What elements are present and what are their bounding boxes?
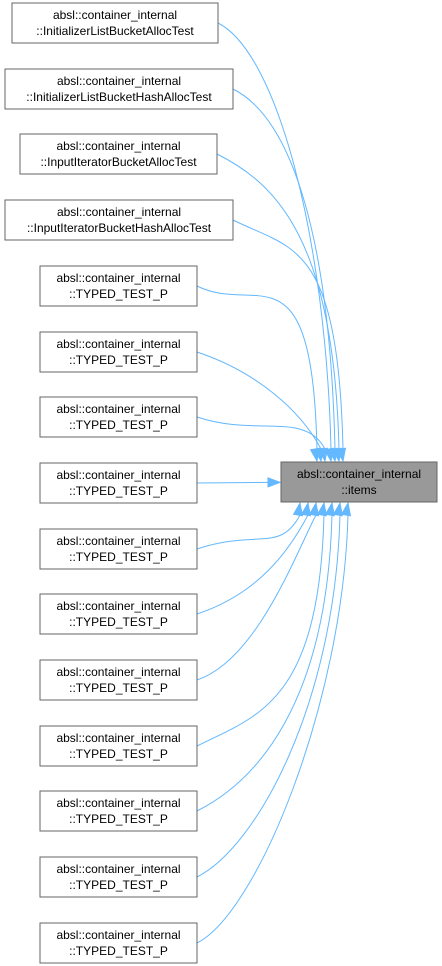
caller-node[interactable]: absl::container_internal::TYPED_TEST_P (39, 725, 198, 767)
caller-node-label-line1: absl::container_internal (53, 8, 177, 22)
caller-node-label-line2: ::InitializerListBucketHashAllocTest (26, 90, 212, 104)
caller-node-label-line1: absl::container_internal (56, 271, 180, 285)
caller-node[interactable]: absl::container_internal::InputIteratorB… (19, 133, 218, 175)
caller-node[interactable]: absl::container_internal::InitializerLis… (11, 2, 219, 44)
caller-node-box (39, 396, 198, 438)
caller-node-label-line1: absl::container_internal (56, 731, 180, 745)
caller-node-box (4, 68, 234, 110)
caller-node[interactable]: absl::container_internal::TYPED_TEST_P (39, 659, 198, 701)
caller-node-label-line2: ::TYPED_TEST_P (69, 681, 168, 695)
caller-node-label-line1: absl::container_internal (56, 796, 180, 810)
caller-node-box (19, 133, 218, 175)
arrowhead (308, 501, 320, 517)
caller-node[interactable]: absl::container_internal::TYPED_TEST_P (39, 331, 198, 373)
caller-node-box (39, 659, 198, 701)
caller-node-label-line1: absl::container_internal (56, 665, 180, 679)
caller-node-label-line1: absl::container_internal (56, 928, 180, 942)
call-edge (196, 351, 322, 450)
arrowhead (340, 501, 352, 517)
caller-node-label-line2: ::TYPED_TEST_P (69, 484, 168, 498)
call-edge (196, 481, 269, 484)
caller-node-box (39, 528, 198, 570)
caller-node[interactable]: absl::container_internal::TYPED_TEST_P (39, 922, 198, 964)
caller-nodes: absl::container_internal::InitializerLis… (4, 2, 234, 964)
caller-node-label-line2: ::TYPED_TEST_P (69, 944, 168, 958)
caller-node-label-line1: absl::container_internal (56, 337, 180, 351)
caller-node[interactable]: absl::container_internal::InputIteratorB… (4, 199, 234, 241)
call-edge (196, 514, 317, 681)
caller-node-label-line2: ::TYPED_TEST_P (69, 550, 168, 564)
caller-node-label-line2: ::InitializerListBucketAllocTest (36, 24, 194, 38)
target-node-label-line2: ::items (341, 483, 376, 497)
arrowhead (324, 501, 336, 517)
caller-node[interactable]: absl::container_internal::TYPED_TEST_P (39, 856, 198, 898)
caller-node[interactable]: absl::container_internal::TYPED_TEST_P (39, 462, 198, 504)
arrowhead (317, 447, 329, 463)
caller-node-box (39, 462, 198, 504)
caller-node[interactable]: absl::container_internal::TYPED_TEST_P (39, 265, 198, 307)
caller-node[interactable]: absl::container_internal::TYPED_TEST_P (39, 396, 198, 438)
arrowhead (300, 501, 312, 517)
caller-node-box (39, 922, 198, 964)
caller-node-box (39, 593, 198, 635)
caller-node-box (11, 2, 219, 44)
caller-node-box (4, 199, 234, 241)
caller-node-box (39, 725, 198, 767)
caller-node-label-line2: ::TYPED_TEST_P (69, 615, 168, 629)
call-edge (196, 416, 326, 450)
call-edge (232, 219, 344, 450)
caller-node[interactable]: absl::container_internal::TYPED_TEST_P (39, 593, 198, 635)
caller-node[interactable]: absl::container_internal::TYPED_TEST_P (39, 528, 198, 570)
caller-node-label-line1: absl::container_internal (56, 534, 180, 548)
caller-node-box (39, 265, 198, 307)
target-node-label-line1: absl::container_internal (297, 467, 421, 481)
caller-node-label-line2: ::TYPED_TEST_P (69, 353, 168, 367)
caller-node-label-line1: absl::container_internal (56, 862, 180, 876)
caller-node-label-line2: ::TYPED_TEST_P (69, 812, 168, 826)
call-edge (232, 88, 336, 450)
caller-node-label-line2: ::InputIteratorBucketAllocTest (40, 155, 197, 169)
call-edge (196, 514, 341, 878)
call-edges (196, 22, 352, 944)
caller-node-box (39, 856, 198, 898)
arrowhead (316, 501, 328, 517)
target-node-items[interactable]: absl::container_internal ::items (280, 461, 438, 503)
target-node-box (280, 461, 438, 503)
arrowhead (292, 501, 304, 517)
caller-node-label-line2: ::InputIteratorBucketHashAllocTest (27, 221, 212, 235)
caller-node-label-line1: absl::container_internal (57, 205, 181, 219)
call-edge (196, 514, 333, 812)
caller-node-label-line2: ::TYPED_TEST_P (69, 747, 168, 761)
call-edge (196, 514, 309, 615)
caller-node-label-line2: ::TYPED_TEST_P (69, 878, 168, 892)
call-edge (196, 514, 325, 747)
caller-node-label-line1: absl::container_internal (57, 74, 181, 88)
arrowhead (335, 447, 347, 463)
caller-node-label-line1: absl::container_internal (56, 599, 180, 613)
call-edge (196, 514, 301, 550)
caller-node-label-line2: ::TYPED_TEST_P (69, 418, 168, 432)
caller-node[interactable]: absl::container_internal::TYPED_TEST_P (39, 790, 198, 832)
arrowhead (267, 477, 282, 488)
caller-node-label-line1: absl::container_internal (56, 139, 180, 153)
arrowhead (332, 501, 344, 517)
call-edge (217, 22, 332, 450)
caller-node-label-line1: absl::container_internal (56, 468, 180, 482)
caller-node-box (39, 790, 198, 832)
caller-node-label-line1: absl::container_internal (56, 402, 180, 416)
caller-node[interactable]: absl::container_internal::InitializerLis… (4, 68, 234, 110)
call-edge (216, 153, 340, 450)
caller-node-label-line2: ::TYPED_TEST_P (69, 287, 168, 301)
caller-node-box (39, 331, 198, 373)
call-edge (196, 285, 318, 450)
call-edge (196, 514, 349, 944)
